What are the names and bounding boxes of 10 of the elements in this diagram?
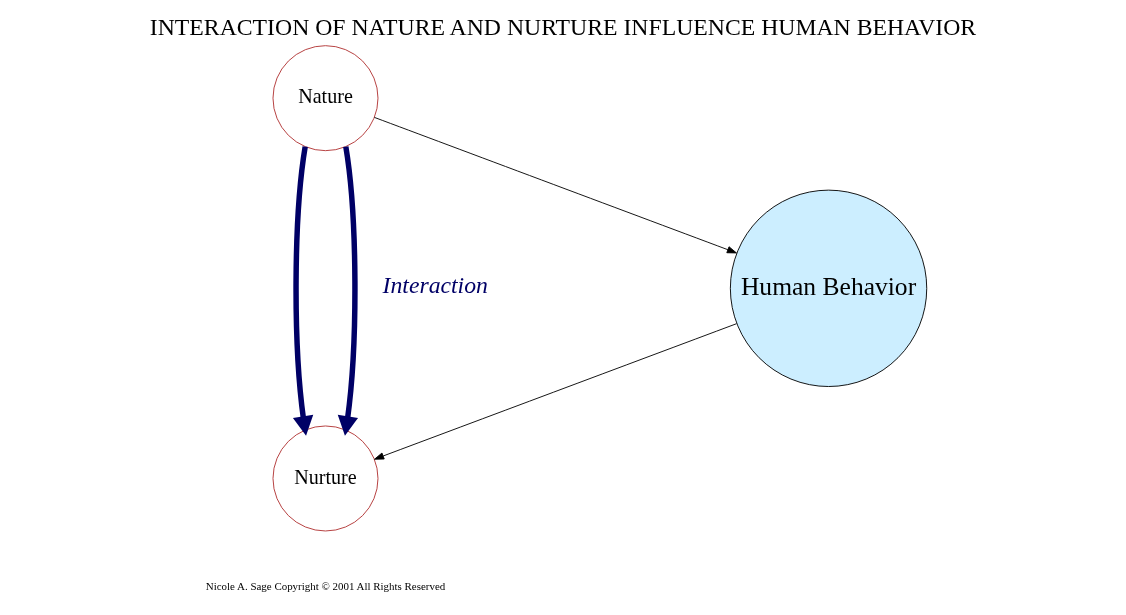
node-circle: Nature xyxy=(272,45,379,152)
node-circle: Nurture xyxy=(272,425,379,532)
arrow xyxy=(292,146,314,436)
label: Interaction xyxy=(382,272,488,299)
arrow xyxy=(374,323,738,460)
arrow xyxy=(373,116,737,254)
caption: Nicole A. Sage Copyright © 2001 All Rights Reserved xyxy=(205,579,446,592)
diagram-title: INTERACTION OF NATURE AND NURTURE INFLUENCE HUMAN BEHAVIOR xyxy=(149,13,977,40)
node-circle: Human Behavior xyxy=(729,189,928,387)
arrow xyxy=(337,146,359,436)
